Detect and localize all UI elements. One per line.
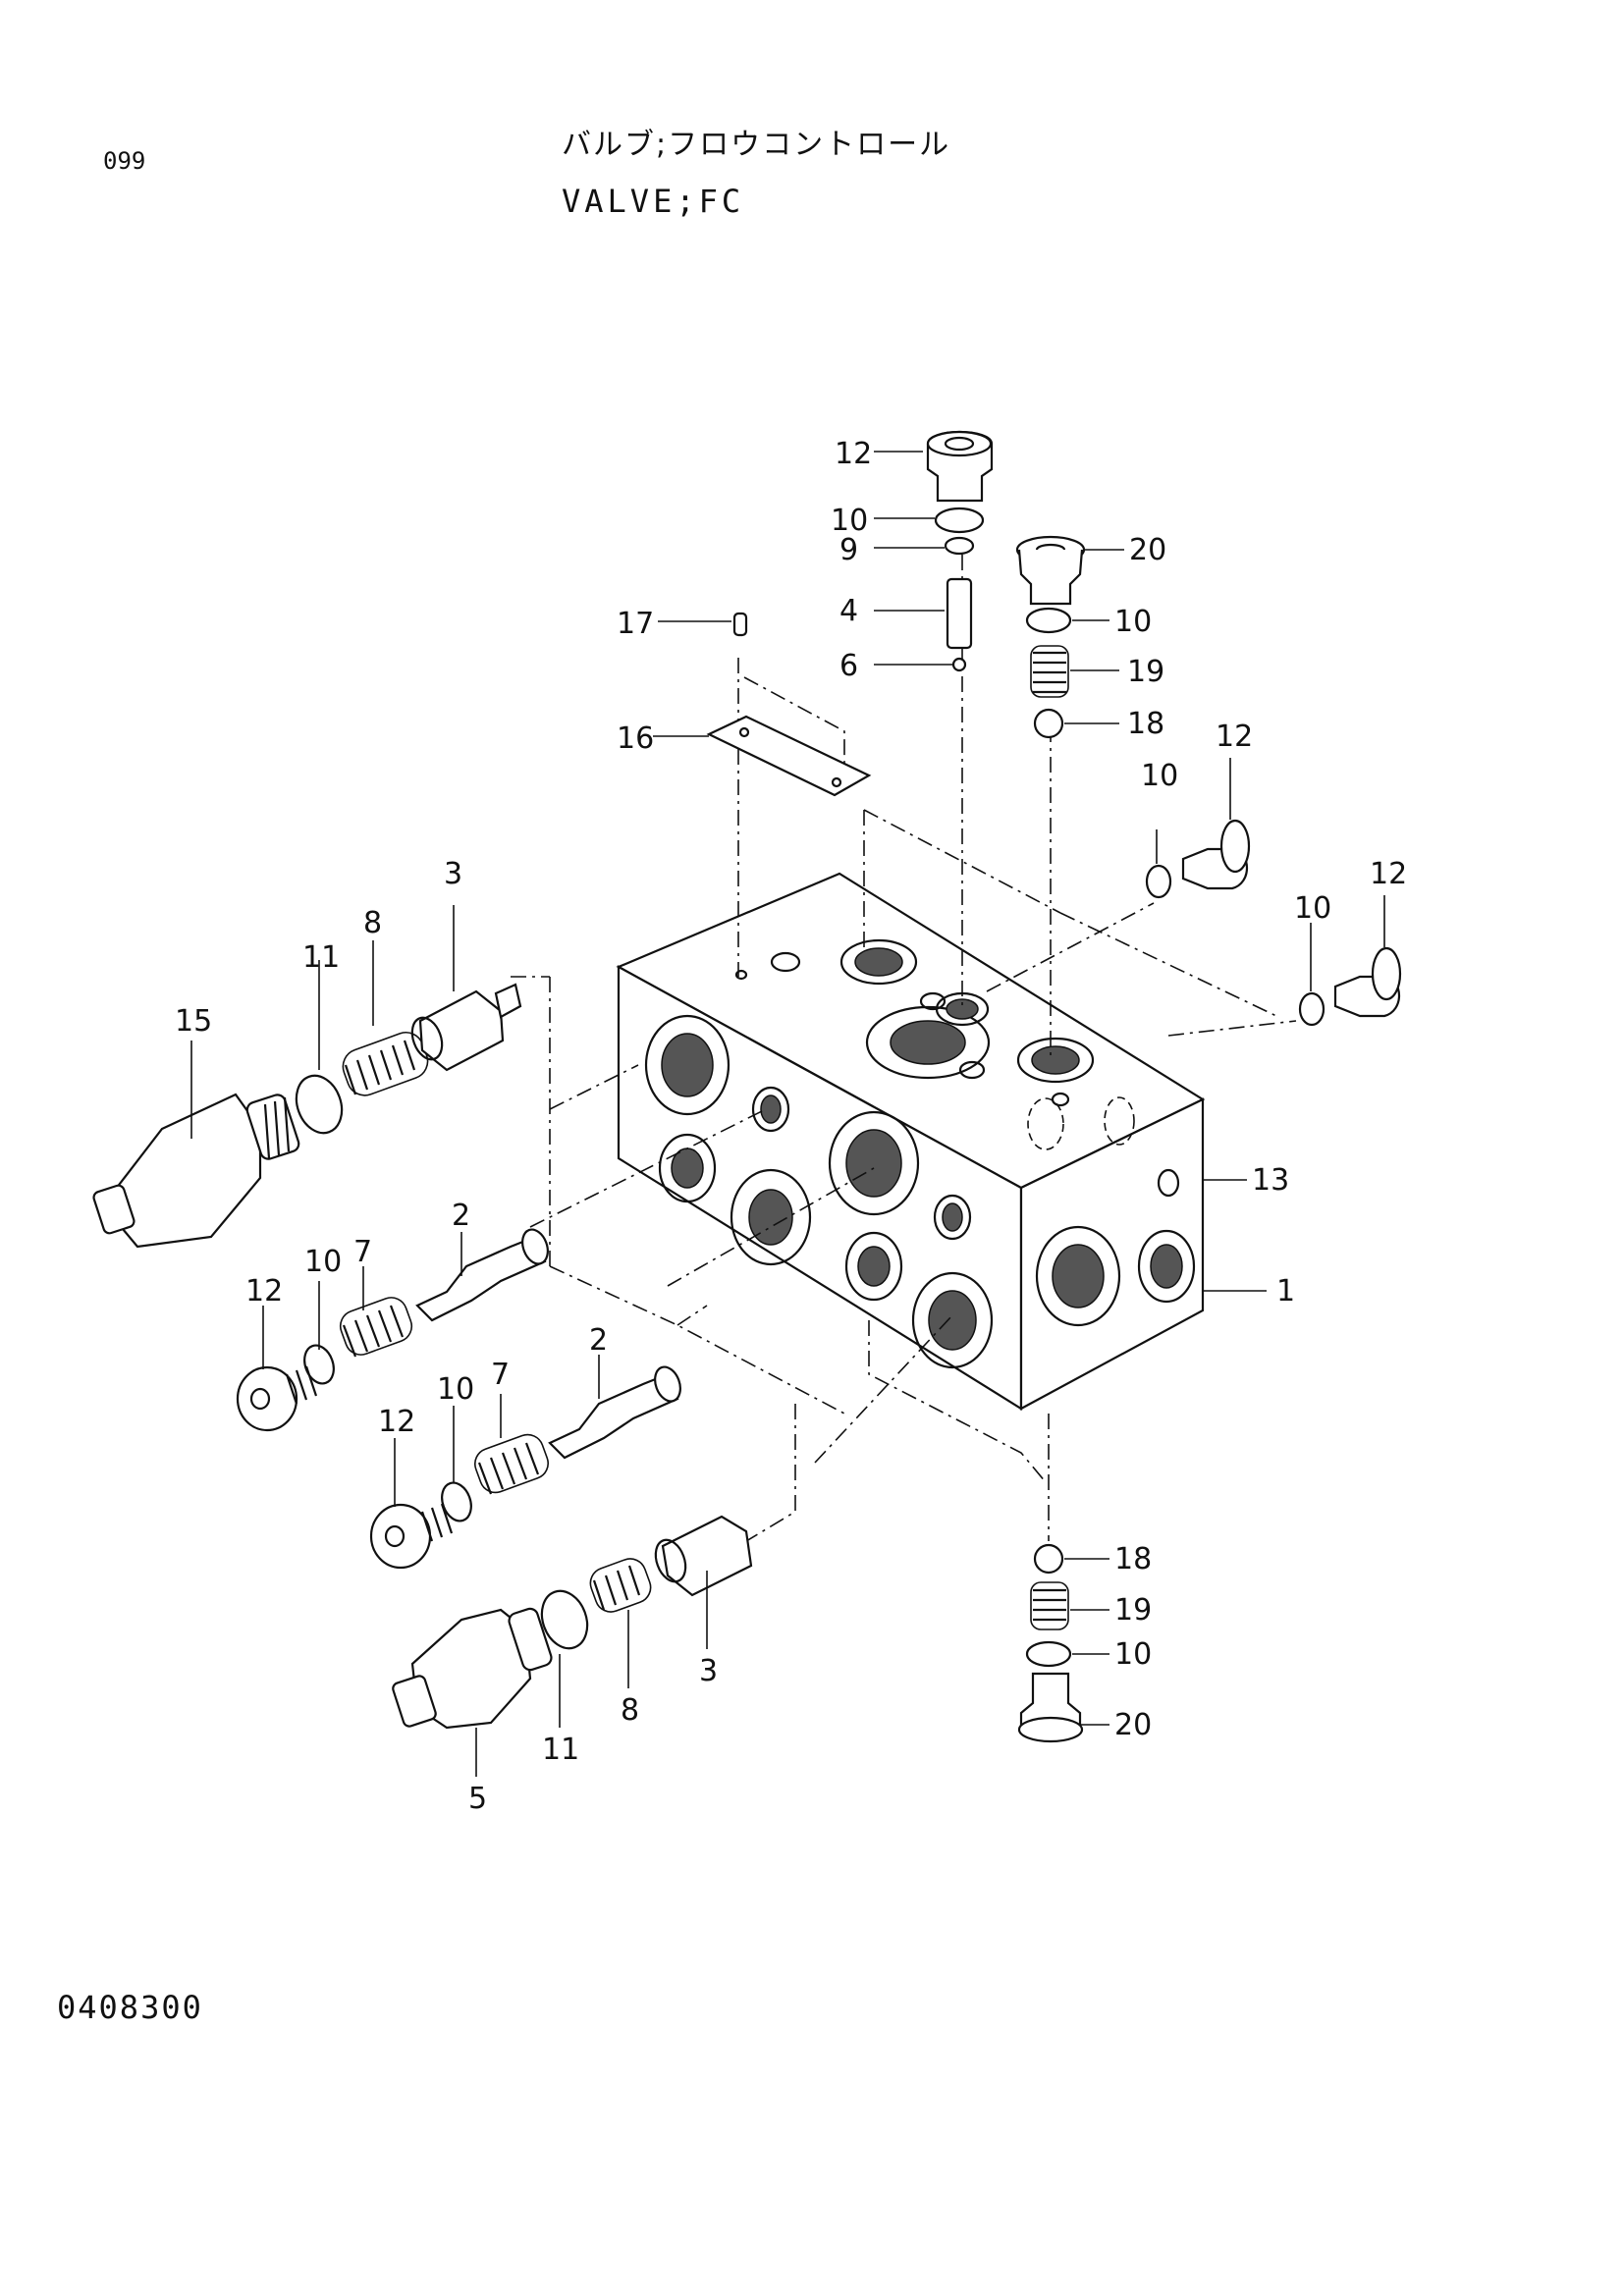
figure-code: 0408300 — [57, 1989, 203, 2026]
callout-right-plug-top: 20 — [1129, 533, 1166, 567]
callout-plug-upper: 12 — [245, 1274, 283, 1308]
callout-lower-spring: 8 — [621, 1693, 639, 1728]
callout-oring-upper: 10 — [304, 1245, 342, 1279]
callout-spool-lower: 2 — [589, 1323, 608, 1358]
callout-top-plug: 12 — [835, 437, 872, 471]
callout-bottom-spring: 19 — [1114, 1593, 1152, 1628]
callout-lower-fitting: 5 — [468, 1782, 487, 1816]
callout-lower-oring: 11 — [542, 1733, 579, 1767]
valve-body — [616, 872, 1206, 1411]
callout-left-spring: 8 — [363, 906, 382, 940]
callout-top-ring: 9 — [839, 533, 858, 567]
callout-bottom-plug: 20 — [1114, 1708, 1152, 1742]
spool-group-lower — [369, 1365, 681, 1570]
callout-side-oring-b: 10 — [1294, 891, 1331, 926]
callout-left-piston: 3 — [444, 857, 462, 891]
callout-plug-lower: 12 — [378, 1405, 415, 1439]
callout-side-oring-a: 10 — [1141, 759, 1178, 793]
callout-spring-lower: 7 — [491, 1358, 510, 1392]
callout-top-oring: 10 — [831, 504, 868, 538]
callout-spring-upper: 7 — [353, 1235, 372, 1269]
callout-top-spool: 4 — [839, 594, 858, 628]
callout-left-oring: 11 — [302, 940, 340, 975]
left-upper-components — [92, 983, 522, 1249]
callout-side-plug-b: 12 — [1370, 857, 1407, 891]
page-number: 099 — [103, 147, 146, 175]
spool-group-upper — [236, 1228, 549, 1432]
side-plugs — [1145, 819, 1402, 1027]
callout-spool-upper: 2 — [452, 1199, 470, 1233]
callout-bottom-ball: 18 — [1114, 1542, 1152, 1576]
callout-left-fitting: 15 — [175, 1004, 212, 1039]
callout-right-ball-top: 18 — [1127, 707, 1164, 741]
callout-body: 1 — [1276, 1274, 1295, 1308]
right-upper-components — [1015, 535, 1086, 739]
callout-bottom-oring: 10 — [1114, 1637, 1152, 1672]
title-japanese: バルブ;フロウコントロール — [562, 128, 951, 162]
callout-side-plug-a: 12 — [1216, 720, 1253, 754]
callout-plate-screw: 17 — [617, 607, 654, 641]
left-lower-components — [392, 1515, 753, 1730]
top-components — [926, 430, 994, 672]
leader-lines — [190, 451, 1385, 1777]
callout-right-spring-top: 19 — [1127, 655, 1164, 689]
name-plate — [706, 612, 872, 797]
right-lower-components — [1017, 1543, 1084, 1743]
title-english: VALVE;FC — [562, 183, 745, 220]
callout-top-ball: 6 — [839, 649, 858, 683]
callouts: 12 10 9 4 6 17 16 20 10 19 18 10 12 10 1… — [175, 437, 1407, 1816]
callout-right-oring-top: 10 — [1114, 605, 1152, 639]
callout-body-port: 13 — [1252, 1163, 1289, 1198]
callout-lower-piston: 3 — [699, 1654, 718, 1688]
callout-plate: 16 — [617, 721, 654, 756]
callout-oring-lower: 10 — [437, 1372, 474, 1407]
